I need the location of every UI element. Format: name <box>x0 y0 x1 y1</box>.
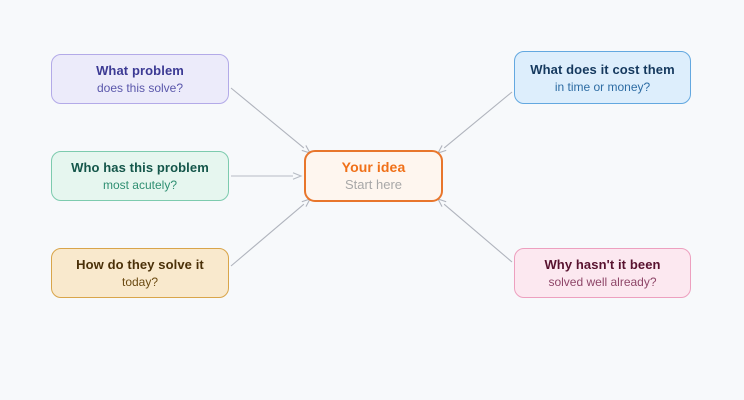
center-node-title: Your idea <box>341 159 406 175</box>
node-title: Why hasn't it been <box>544 257 661 272</box>
conn-who-has-problem <box>231 172 303 180</box>
node-what-problem[interactable]: What problem does this solve? <box>51 54 229 104</box>
conn-what-problem <box>230 87 312 154</box>
node-title: How do they solve it <box>76 257 204 272</box>
node-why-not-solved[interactable]: Why hasn't it been solved well already? <box>514 248 691 298</box>
conn-what-cost <box>436 91 513 154</box>
node-title: What problem <box>96 63 184 78</box>
conn-why-not-solved <box>436 198 513 263</box>
node-subtitle: most acutely? <box>102 178 178 192</box>
conn-how-solve-today <box>230 198 312 267</box>
node-how-solve-today[interactable]: How do they solve it today? <box>51 248 229 298</box>
node-subtitle: solved well already? <box>548 275 657 289</box>
node-subtitle: today? <box>121 275 159 289</box>
node-what-cost[interactable]: What does it cost them in time or money? <box>514 51 691 104</box>
node-title: Who has this problem <box>71 160 209 175</box>
node-subtitle: does this solve? <box>96 81 184 95</box>
node-title: What does it cost them <box>530 61 675 77</box>
node-your-idea-center[interactable]: Your idea Start here <box>304 150 443 202</box>
center-node-subtitle: Start here <box>344 177 403 192</box>
node-subtitle: in time or money? <box>554 79 651 94</box>
node-who-has-problem[interactable]: Who has this problem most acutely? <box>51 151 229 201</box>
